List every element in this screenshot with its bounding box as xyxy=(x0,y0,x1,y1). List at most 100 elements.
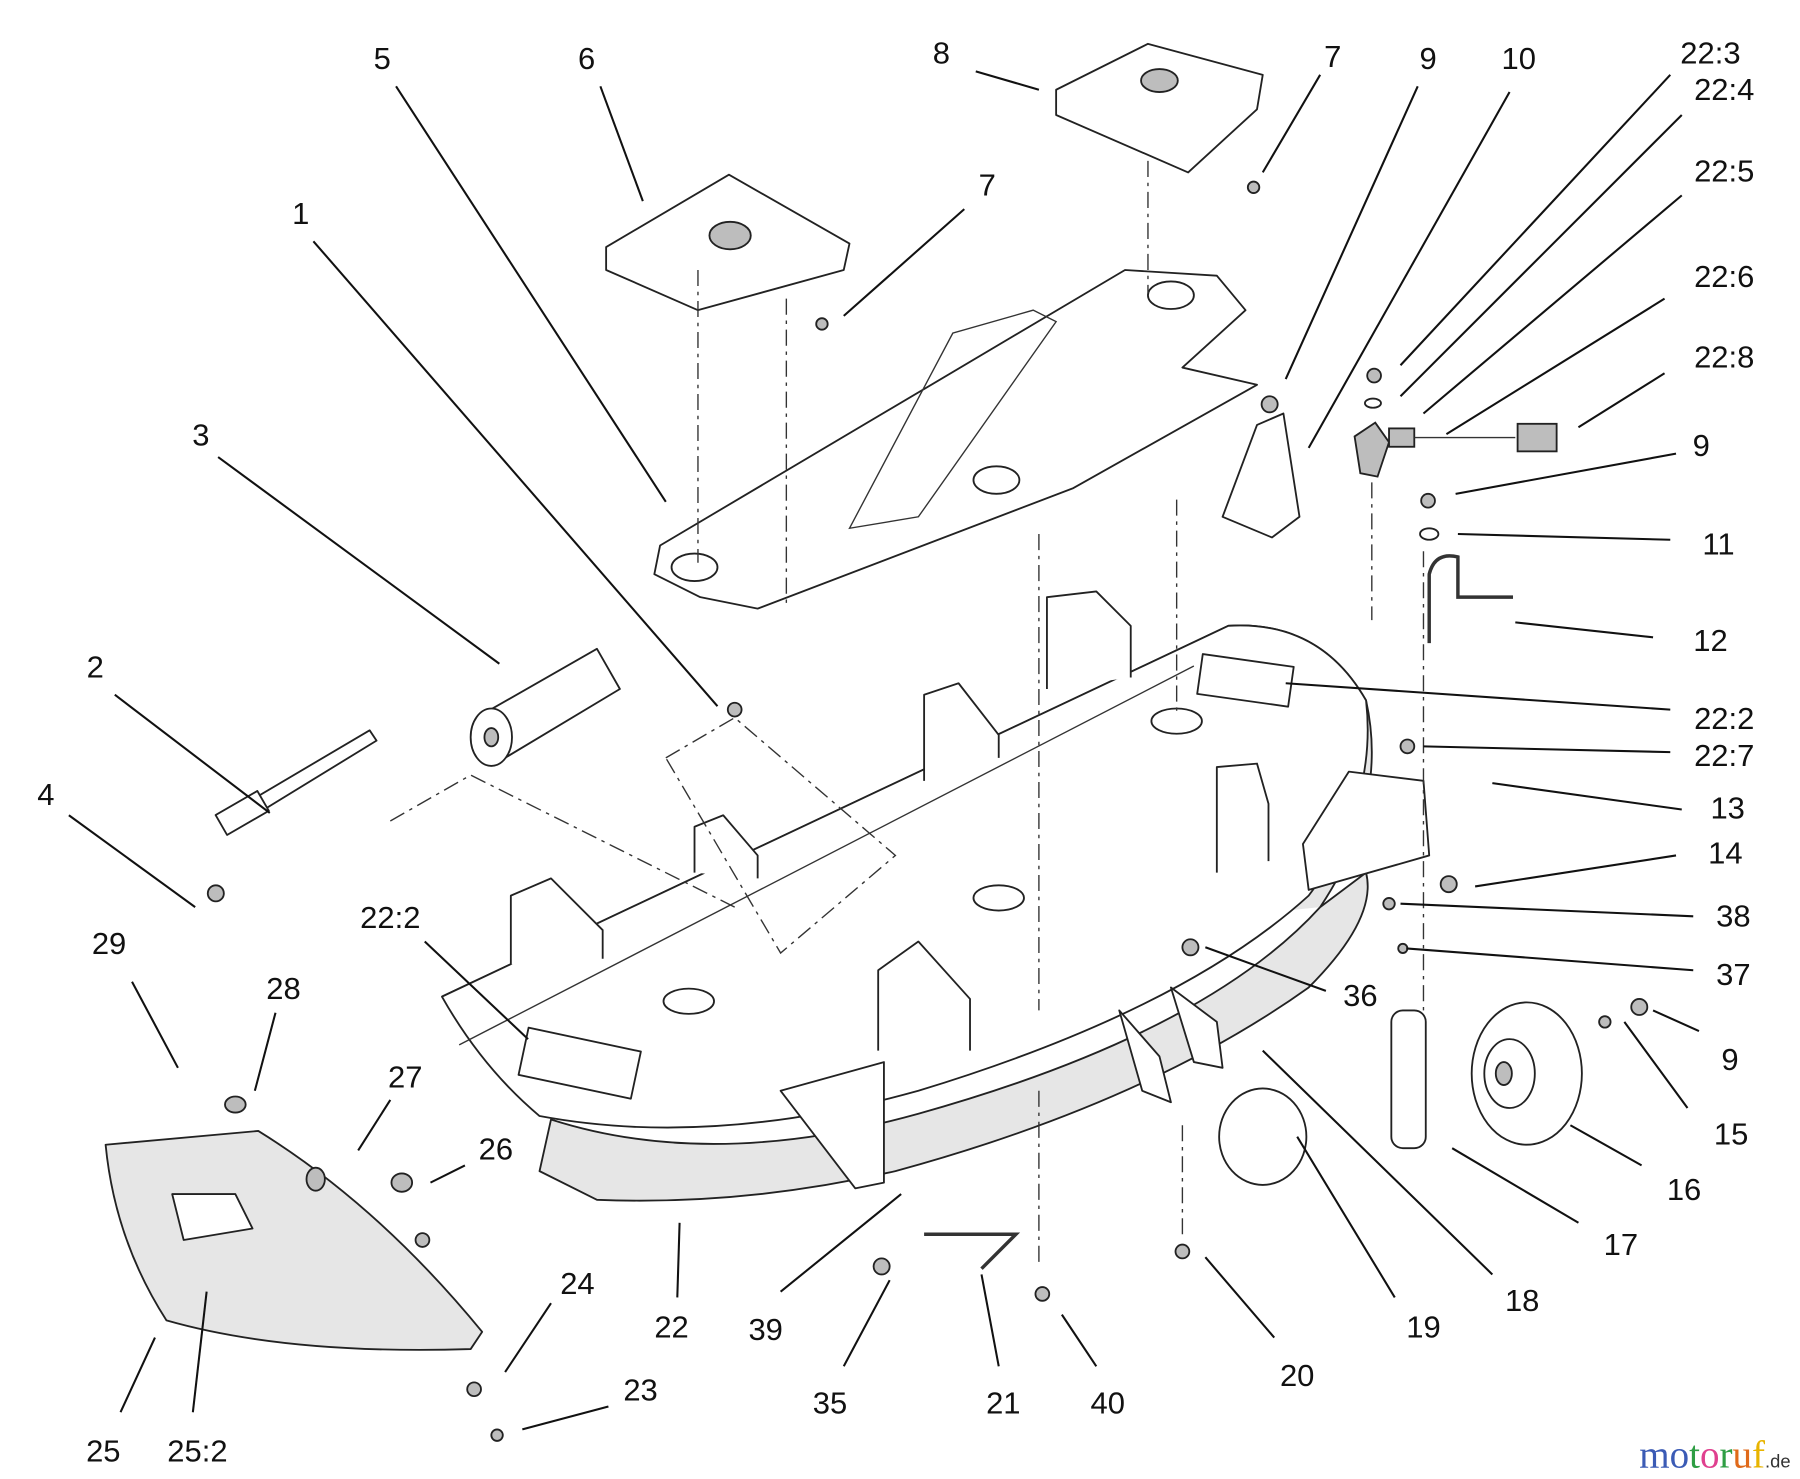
leader-line xyxy=(1474,854,1677,888)
leader-line xyxy=(68,814,196,908)
leader-line xyxy=(1296,1136,1396,1298)
callout-label: 22:6 xyxy=(1694,259,1754,294)
leader-line xyxy=(779,1193,902,1293)
wheel-arm xyxy=(1390,1009,1427,1150)
leader-line xyxy=(843,208,965,317)
watermark-letter: f xyxy=(1752,1433,1765,1476)
discharge-deflector xyxy=(104,1095,504,1442)
gauge-wheel xyxy=(1470,1001,1583,1146)
leader-line xyxy=(676,1222,681,1298)
callout-label: 7 xyxy=(1324,39,1341,74)
leader-line xyxy=(1400,902,1694,918)
leader-line xyxy=(1204,1256,1276,1339)
leader-line xyxy=(1205,946,1327,992)
leader-line xyxy=(1569,1124,1643,1167)
leader-line xyxy=(217,456,500,665)
leader-line xyxy=(1307,91,1511,449)
leader-line xyxy=(599,85,644,202)
leader-line xyxy=(1284,85,1419,380)
spindle-frame xyxy=(653,269,1258,610)
callout-label: 12 xyxy=(1693,623,1727,658)
leader-lines xyxy=(68,70,1700,1431)
bracket xyxy=(1221,395,1301,539)
watermark-letter: u xyxy=(1733,1433,1753,1476)
watermark-text: motoruf.de xyxy=(1639,1433,1790,1476)
callout-label: 22:3 xyxy=(1680,35,1740,70)
leader-line xyxy=(1515,621,1654,639)
watermark-letter: o xyxy=(1700,1433,1720,1476)
callout-label: 6 xyxy=(578,41,595,76)
callout-label: 3 xyxy=(192,418,209,453)
leader-line xyxy=(395,85,667,503)
leader-line xyxy=(980,1274,1000,1367)
leader-line xyxy=(1262,1049,1494,1276)
callout-label: 7 xyxy=(979,167,996,202)
callout-label: 28 xyxy=(266,971,300,1006)
leader-line xyxy=(1261,74,1322,173)
leader-line xyxy=(1399,74,1672,366)
callout-label: 5 xyxy=(374,41,391,76)
callout-label: 9 xyxy=(1693,428,1710,463)
callout-label: 19 xyxy=(1406,1310,1440,1345)
callout-label: 39 xyxy=(748,1312,782,1347)
callout-label: 4 xyxy=(37,777,54,812)
leader-line xyxy=(504,1302,552,1373)
leader-line xyxy=(357,1099,392,1152)
callout-label: 22 xyxy=(654,1310,688,1345)
callout-label: 22:2 xyxy=(360,900,420,935)
leader-line xyxy=(975,70,1040,91)
callout-label: 2 xyxy=(87,650,104,685)
leader-line xyxy=(114,693,271,814)
leader-line xyxy=(1285,682,1671,711)
callout-label: 8 xyxy=(933,35,950,70)
leader-line xyxy=(1577,372,1666,429)
callout-label: 22:7 xyxy=(1694,738,1754,773)
leader-line xyxy=(119,1337,156,1413)
callout-label: 17 xyxy=(1604,1227,1638,1262)
callout-label: 9 xyxy=(1419,41,1436,76)
leader-line xyxy=(1445,297,1666,436)
leader-line xyxy=(430,1164,466,1184)
callout-label: 40 xyxy=(1091,1385,1125,1420)
height-rod xyxy=(1419,492,1514,644)
callout-label: 18 xyxy=(1505,1283,1539,1318)
watermark-letter: r xyxy=(1720,1433,1733,1476)
leader-line xyxy=(1623,1021,1689,1109)
callout-label: 22:8 xyxy=(1694,340,1754,375)
callout-label: 36 xyxy=(1343,978,1377,1013)
callout-label: 16 xyxy=(1667,1172,1701,1207)
grease-fitting-assembly xyxy=(1353,367,1558,478)
callout-label: 13 xyxy=(1710,791,1744,826)
callout-label: 9 xyxy=(1721,1042,1738,1077)
leader-line xyxy=(522,1405,609,1431)
watermark-suffix: .de xyxy=(1765,1450,1791,1471)
callout-label: 20 xyxy=(1280,1358,1314,1393)
leader-line xyxy=(191,1291,208,1413)
callout-label: 26 xyxy=(479,1132,513,1167)
callout-label: 37 xyxy=(1716,957,1750,992)
leader-line xyxy=(1652,1009,1700,1033)
leader-line xyxy=(1061,1314,1098,1367)
leader-line xyxy=(312,240,719,707)
roller-shaft xyxy=(214,729,378,836)
callout-label: 25:2 xyxy=(167,1434,227,1469)
callout-label: 25 xyxy=(86,1434,120,1469)
callout-label: 22:5 xyxy=(1694,154,1754,189)
leader-line xyxy=(1451,1147,1579,1224)
leader-line xyxy=(1455,452,1677,495)
callout-label: 23 xyxy=(623,1373,657,1408)
callout-label: 38 xyxy=(1716,899,1750,934)
watermark-letter: m xyxy=(1639,1433,1669,1476)
leader-line xyxy=(1492,782,1682,811)
callout-label: 29 xyxy=(92,926,126,961)
callout-label: 11 xyxy=(1702,527,1734,562)
callout-label: 10 xyxy=(1502,41,1536,76)
watermark-letter: o xyxy=(1670,1433,1690,1476)
callout-label: 21 xyxy=(986,1385,1020,1420)
callout-label: 22:2 xyxy=(1694,701,1754,736)
leader-line xyxy=(1457,532,1671,541)
callout-label: 22:4 xyxy=(1694,72,1754,107)
